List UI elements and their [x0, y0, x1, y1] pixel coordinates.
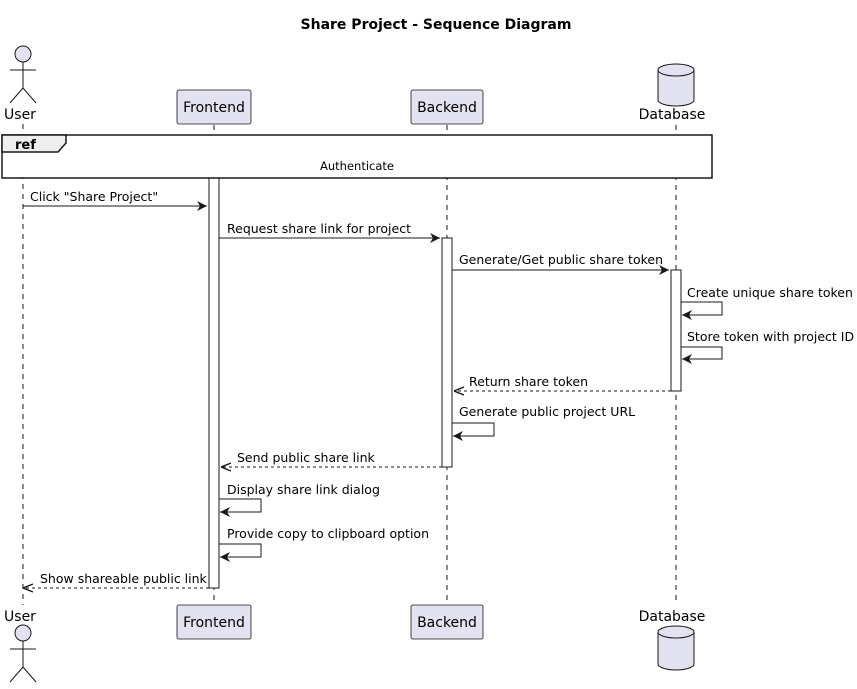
participants-bottom: User Frontend Backend Database: [4, 604, 706, 683]
database-label-bottom: Database: [639, 609, 706, 625]
backend-label-top: Backend: [417, 100, 477, 116]
ref-label: Authenticate: [320, 159, 394, 173]
user-actor-icon: [9, 624, 37, 683]
user-actor-top: User: [4, 45, 37, 123]
frontend-box-top: Frontend: [176, 89, 252, 125]
message-click-share-project: Click "Share Project": [23, 189, 207, 211]
database-top: Database: [639, 63, 706, 123]
database-activation: [670, 269, 682, 392]
message-generate-get-token: Generate/Get public share token: [452, 252, 669, 275]
frontend-activation: [208, 134, 220, 589]
message-label: Return share token: [469, 374, 588, 389]
frontend-label-bottom: Frontend: [183, 615, 245, 631]
message-label: Create unique share token: [687, 285, 853, 300]
user-label-bottom: User: [4, 609, 36, 625]
message-show-public-link: Show shareable public link: [23, 571, 209, 588]
user-actor-bottom: User: [4, 609, 37, 683]
backend-activation: [441, 237, 453, 468]
activations: [208, 134, 682, 589]
database-cylinder-icon: [657, 625, 695, 671]
message-label: Show shareable public link: [40, 571, 208, 586]
message-request-share-link: Request share link for project: [219, 221, 440, 243]
ref-tag: ref: [15, 138, 36, 153]
message-label: Send public share link: [237, 450, 376, 465]
message-send-public-link: Send public share link: [221, 450, 442, 467]
message-label: Click "Share Project": [30, 189, 158, 204]
message-display-dialog: Display share link dialog: [219, 482, 380, 517]
backend-box-bottom: Backend: [410, 604, 484, 640]
message-label: Request share link for project: [227, 221, 411, 236]
diagram-title: Share Project - Sequence Diagram: [301, 17, 572, 33]
backend-label-bottom: Backend: [417, 615, 477, 631]
message-return-share-token: Return share token: [454, 374, 671, 391]
message-label: Display share link dialog: [227, 482, 380, 497]
database-label-top: Database: [639, 107, 706, 123]
user-actor-icon: [9, 45, 37, 104]
participants-top: User Frontend Backend Database: [4, 45, 706, 125]
user-label-top: User: [4, 107, 36, 123]
backend-box-top: Backend: [410, 89, 484, 125]
message-generate-public-url: Generate public project URL: [452, 404, 635, 441]
message-provide-copy-option: Provide copy to clipboard option: [219, 526, 429, 562]
message-label: Generate public project URL: [459, 404, 635, 419]
database-bottom: Database: [639, 609, 706, 671]
messages: Click "Share Project" Request share link…: [23, 189, 854, 588]
ref-frame: ref Authenticate: [1, 134, 713, 179]
message-store-token: Store token with project ID: [681, 329, 854, 364]
frontend-label-top: Frontend: [183, 100, 245, 116]
message-label: Generate/Get public share token: [459, 252, 663, 267]
database-cylinder-icon: [657, 63, 695, 107]
message-label: Provide copy to clipboard option: [227, 526, 429, 541]
message-label: Store token with project ID: [687, 329, 854, 344]
frontend-box-bottom: Frontend: [176, 604, 252, 640]
message-create-unique-token: Create unique share token: [681, 285, 853, 320]
